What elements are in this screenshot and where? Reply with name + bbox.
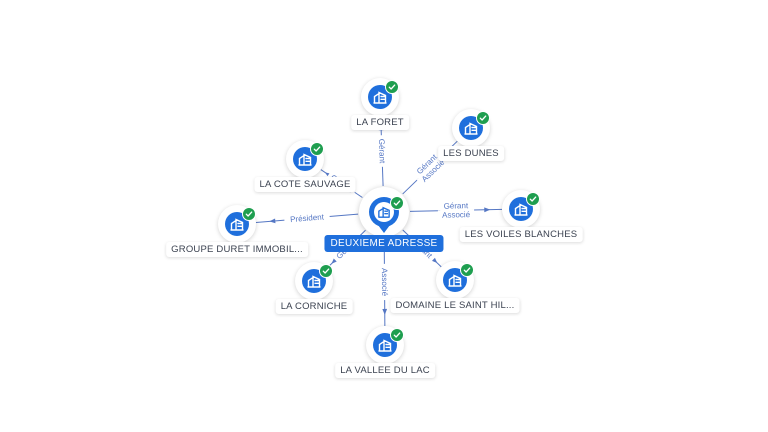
node-label[interactable]: GROUPE DURET IMMOBIL... xyxy=(166,242,308,257)
node-label[interactable]: LA COTE SAUVAGE xyxy=(254,177,356,192)
check-icon xyxy=(310,142,324,156)
edge-label-bg xyxy=(376,135,388,167)
building-icon xyxy=(374,202,394,222)
edge-arrow xyxy=(484,207,491,213)
edge-label: Gérant xyxy=(444,201,469,211)
check-icon xyxy=(476,111,490,125)
edge-arrow xyxy=(431,257,438,264)
edge-label: Gérant xyxy=(377,139,387,165)
node-label[interactable]: LES VOILES BLANCHES xyxy=(459,227,583,242)
check-icon xyxy=(242,207,256,221)
node-label[interactable]: LA FORET xyxy=(351,115,409,130)
edge-arrow xyxy=(269,218,276,224)
check-icon xyxy=(526,192,540,206)
node-label[interactable]: LA CORNICHE xyxy=(275,299,353,314)
check-icon xyxy=(385,80,399,94)
edge-arrow xyxy=(331,257,338,264)
edge-arrow xyxy=(382,308,388,315)
edge-label-bg xyxy=(412,149,442,179)
node-label[interactable]: DOMAINE LE SAINT HIL... xyxy=(390,298,520,313)
edge-label: Associé xyxy=(442,210,471,220)
edge-label: Président xyxy=(290,212,325,224)
node-label[interactable]: LA VALLEE DU LAC xyxy=(335,363,435,378)
edge-label-bg xyxy=(437,209,475,221)
center-label[interactable]: DEUXIEME ADRESSE xyxy=(324,235,444,252)
edge-label-bg xyxy=(416,154,450,187)
edge-label-bg xyxy=(283,211,331,226)
check-icon xyxy=(390,328,404,342)
edge-label: Associé xyxy=(380,268,389,297)
node-label[interactable]: LES DUNES xyxy=(438,146,504,161)
edge-label-bg xyxy=(439,200,472,212)
check-icon xyxy=(319,264,333,278)
edge-label-bg xyxy=(379,263,390,301)
check-icon xyxy=(460,263,474,277)
check-icon xyxy=(390,196,404,210)
